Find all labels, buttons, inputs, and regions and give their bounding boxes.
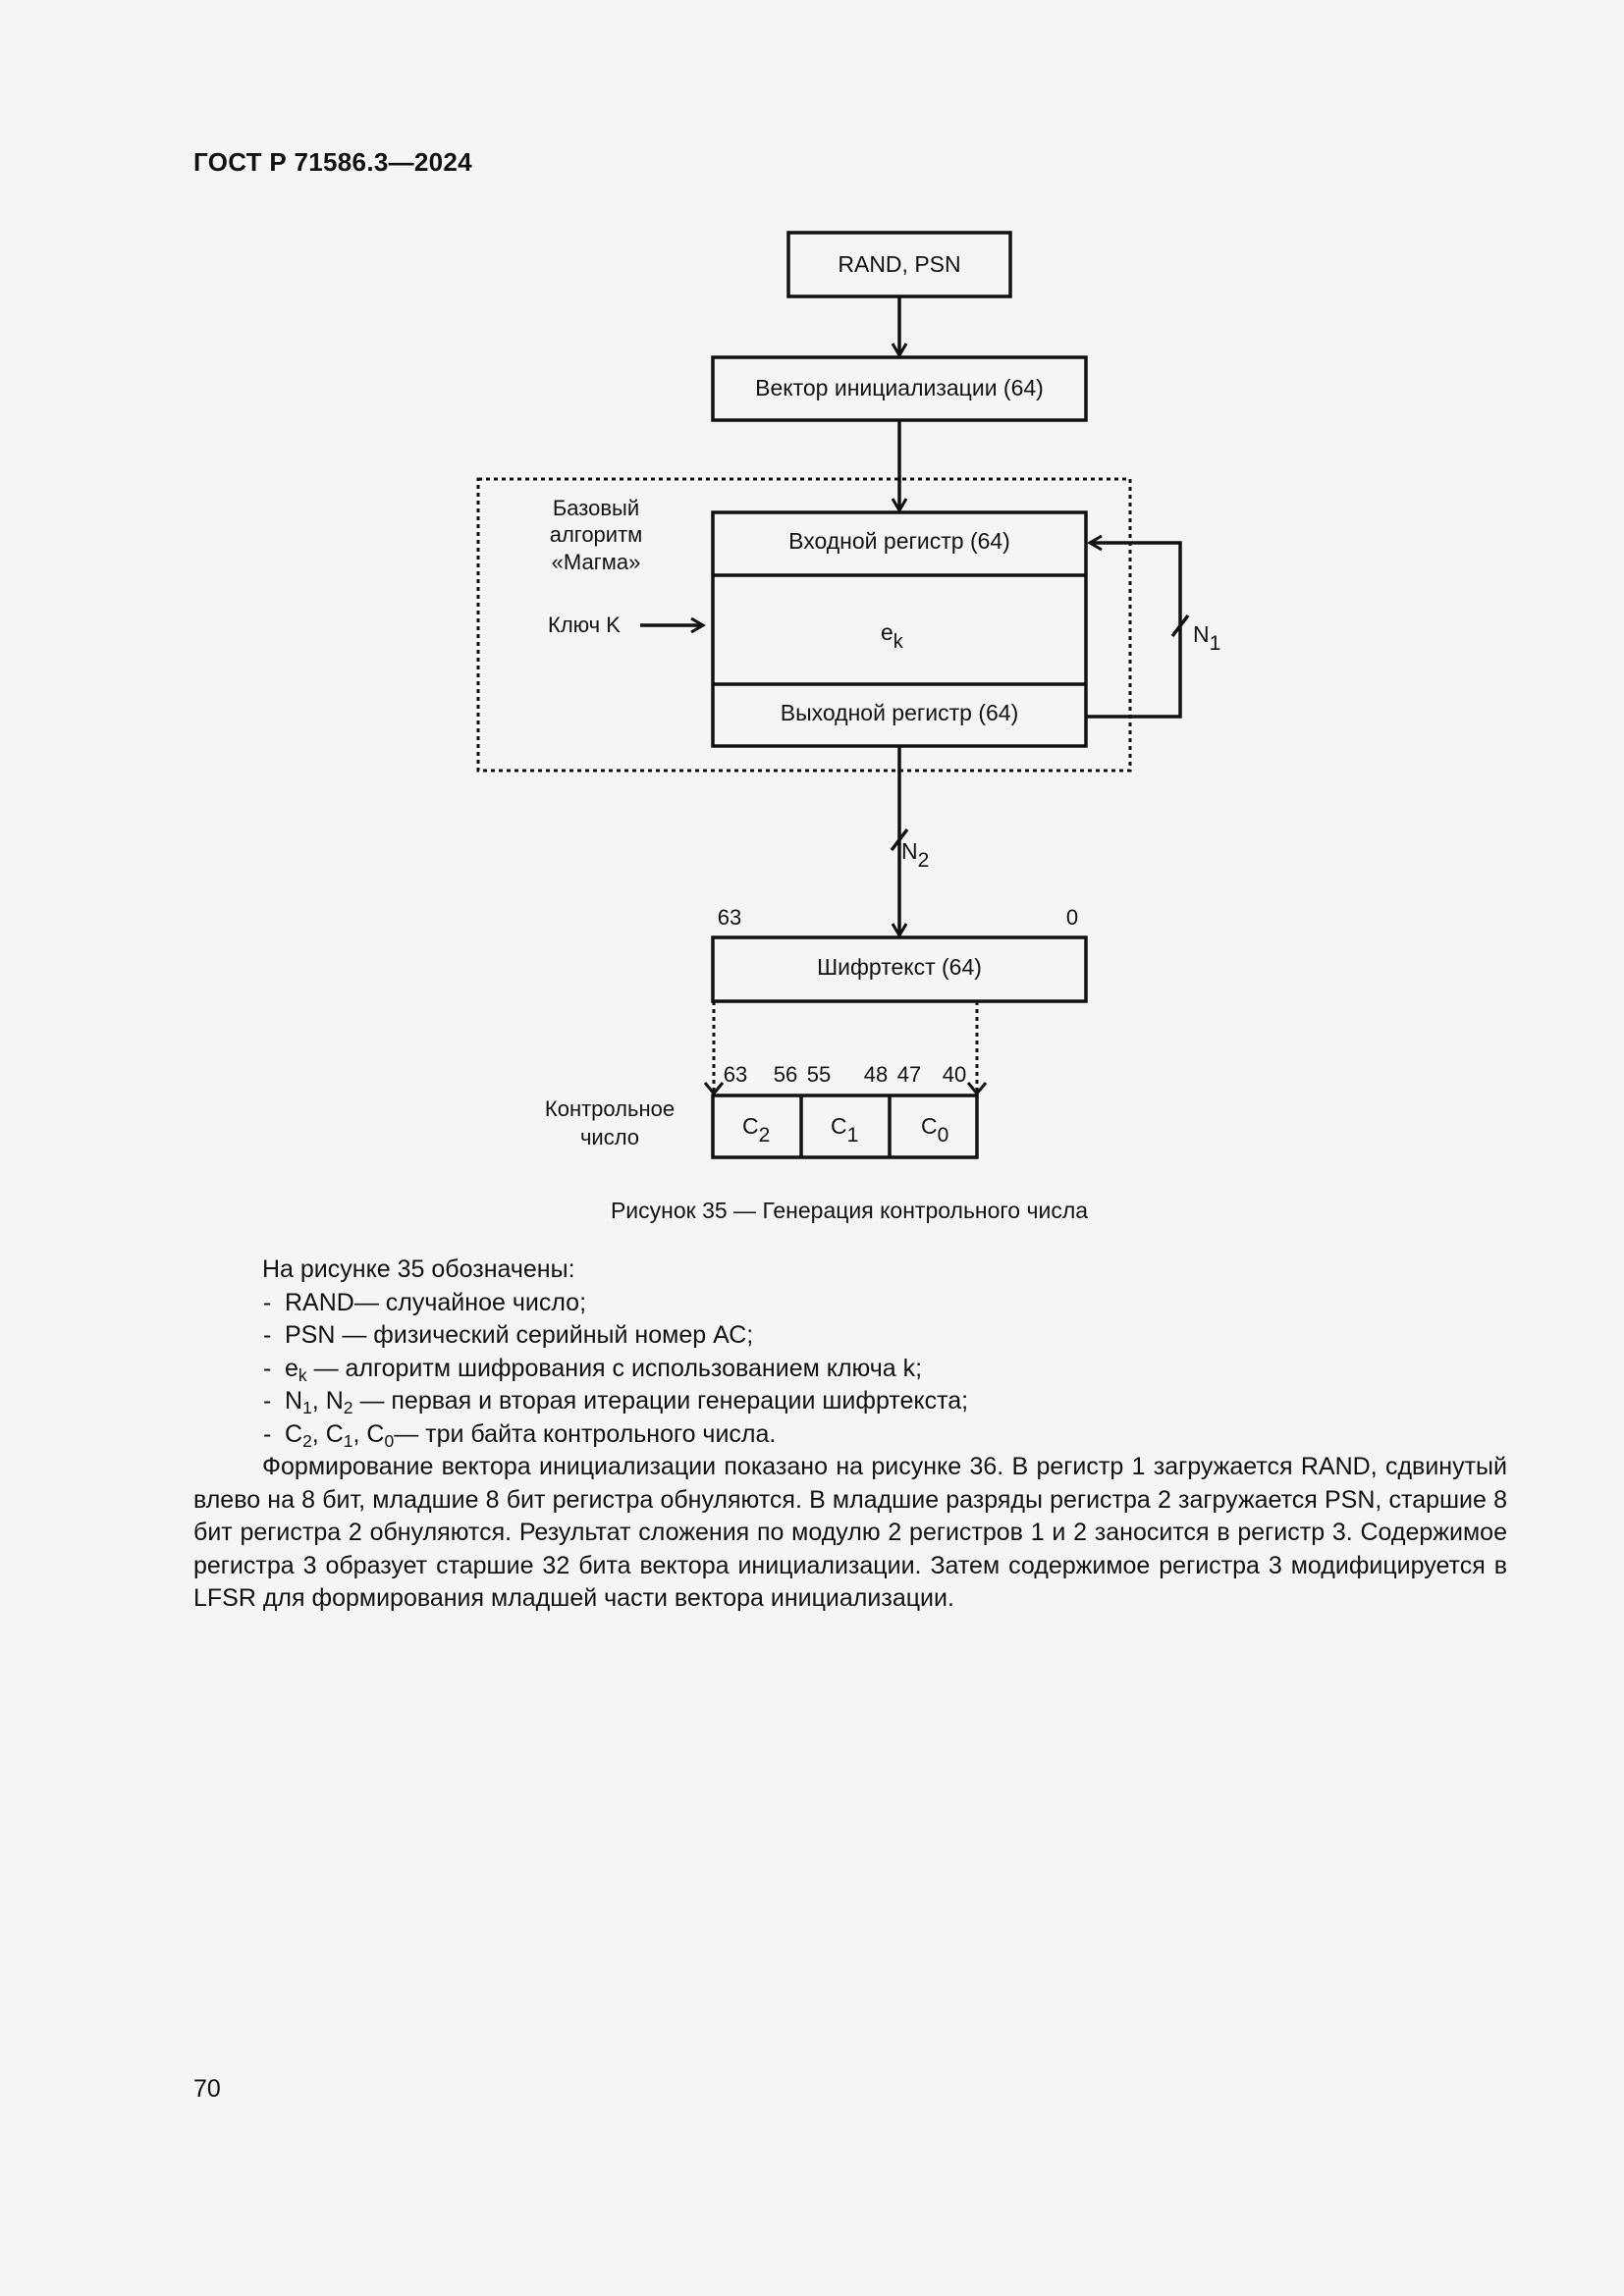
n2-label: N2 (901, 838, 929, 872)
check-bit-55: 55 (807, 1062, 831, 1087)
document-header: ГОСТ Р 71586.3—2024 (193, 147, 472, 177)
output-register-label: Выходной регистр (64) (781, 700, 1019, 725)
page-number: 70 (193, 2075, 221, 2103)
bit-0-label: 0 (1066, 905, 1078, 930)
check-number-label-line2: число (580, 1125, 639, 1149)
n1-label: N1 (1193, 621, 1220, 655)
c2-label: C2 (742, 1113, 770, 1147)
legend-item-ek: -ek — алгоритм шифрования с использовани… (263, 1354, 923, 1385)
input-register-label: Входной регистр (64) (788, 528, 1010, 554)
init-vector-paragraph: Формирование вектора инициализации показ… (193, 1453, 1507, 1612)
check-number-cells (711, 1094, 979, 1159)
feedback-loop-n1 (1086, 534, 1182, 719)
init-vector-label: Вектор инициализации (64) (755, 375, 1044, 400)
figure-35-diagram: RAND, PSN Вектор инициализации (64) Базо… (476, 231, 1220, 1159)
dotted-arrow-left-head (703, 1082, 725, 1096)
bit-63-label: 63 (718, 905, 741, 930)
c1-label: C1 (831, 1113, 858, 1147)
legend-item-rand: -RAND— случайное число; (263, 1288, 587, 1316)
check-bit-56: 56 (774, 1062, 797, 1087)
magma-label-line3: «Магма» (552, 550, 641, 574)
magma-label-line2: алгоритм (550, 522, 643, 547)
ciphertext-label: Шифртекст (64) (817, 954, 982, 980)
legend-intro: На рисунке 35 обозначены: (262, 1255, 575, 1283)
check-bit-47: 47 (897, 1062, 921, 1087)
magma-dotted-frame (476, 477, 1132, 773)
body-text: На рисунке 35 обозначены: -RAND— случайн… (193, 1254, 1507, 1616)
legend-item-psn: -PSN — физический серийный номер АС; (263, 1321, 754, 1349)
legend-item-n: -N1, N2 — первая и вторая итерации генер… (263, 1387, 969, 1417)
check-bit-63: 63 (724, 1062, 747, 1087)
n2-slash (890, 828, 909, 852)
figure-caption: Рисунок 35 — Генерация контрольного числ… (610, 1198, 1089, 1223)
key-label: Ключ K (548, 613, 621, 637)
ek-label: ek (881, 619, 904, 653)
n1-slash (1170, 614, 1190, 638)
c0-label: C0 (921, 1113, 948, 1147)
check-bit-40: 40 (943, 1062, 966, 1087)
magma-label-line1: Базовый (553, 496, 639, 520)
legend-item-c: -C2, C1, C0— три байта контрольного числ… (263, 1419, 777, 1451)
dotted-arrow-right-head (966, 1082, 988, 1096)
rand-psn-label: RAND, PSN (838, 251, 960, 277)
check-bit-48: 48 (864, 1062, 888, 1087)
check-number-label-line1: Контрольное (545, 1096, 675, 1121)
